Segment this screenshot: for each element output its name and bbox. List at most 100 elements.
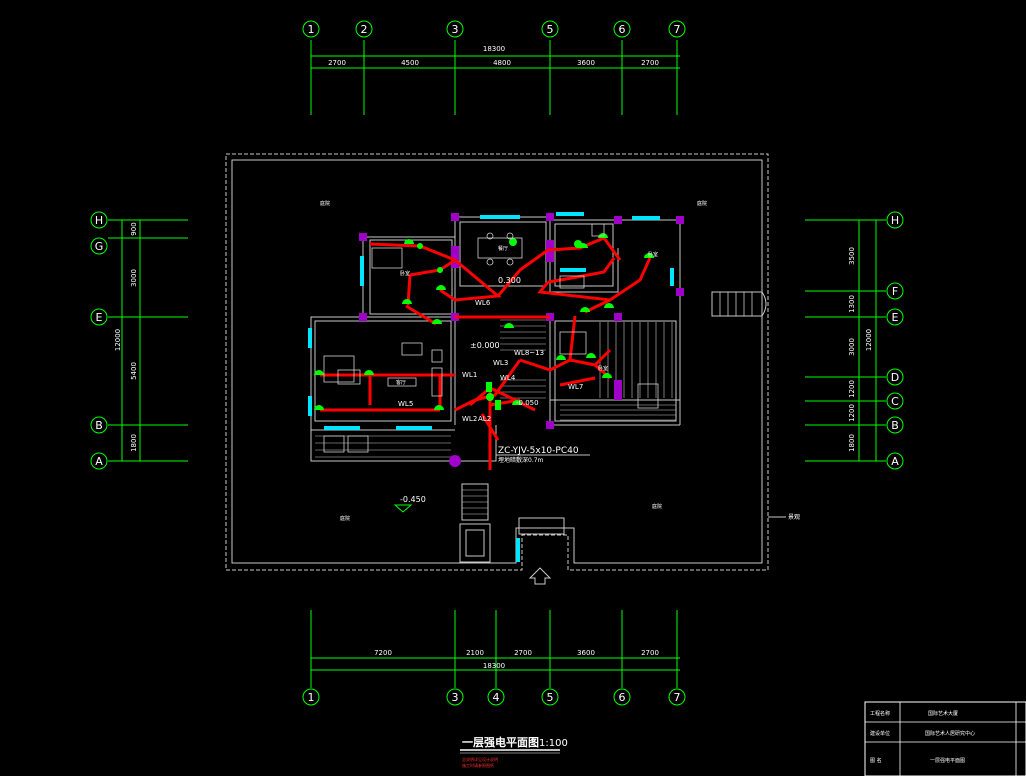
svg-text:H: H: [891, 214, 899, 227]
axis-bubble-3-bottom: 3: [446, 688, 464, 706]
furniture: [323, 223, 659, 453]
axis-bubble-4-bottom: 4: [487, 688, 505, 706]
axis-bubble-7-top: 7: [668, 20, 686, 38]
axis-bubble-1-bottom: 1: [302, 688, 320, 706]
left-total-dim: 12000: [114, 329, 122, 351]
svg-text:6: 6: [619, 23, 626, 36]
axis-bubble-6-top: 6: [613, 20, 631, 38]
axis-bubble-5-bottom: 5: [541, 688, 559, 706]
panel-al2: AL2: [478, 415, 491, 423]
wl5: WL5: [398, 400, 413, 408]
axis-bubble-E-right: E: [886, 308, 904, 326]
axis-bubble-7-bottom: 7: [668, 688, 686, 706]
title-block-value-1: 国际艺术大厦: [928, 710, 958, 717]
room-label-9: 餐厅: [498, 245, 508, 252]
left-dim-1: 900: [130, 222, 138, 235]
right-dim-5: 1200: [848, 404, 856, 422]
plan-annotations: ±0.000 0.300 -0.050 -0.450 ZC-YJV-5x10-P…: [320, 200, 800, 522]
svg-text:G: G: [95, 240, 104, 253]
wl1: WL1: [462, 371, 477, 379]
room-label-1: 庭院: [320, 200, 330, 207]
axis-bubble-2-top: 2: [355, 20, 373, 38]
axis-bubble-F-right: F: [886, 282, 904, 300]
svg-text:4: 4: [493, 691, 500, 704]
svg-text:5: 5: [547, 23, 554, 36]
level-0000: ±0.000: [470, 341, 500, 350]
top-dim-5: 2700: [641, 59, 659, 67]
top-dim-2: 4500: [401, 59, 419, 67]
title-block-label-1: 工程名称: [870, 710, 890, 717]
bottom-dim-5: 2700: [641, 649, 659, 657]
svg-text:C: C: [891, 395, 899, 408]
axis-bubble-B-left: B: [90, 416, 108, 434]
top-axis-grid: 1 2 3 5 6 7 18300 2700 4500 4800 3600 27…: [302, 20, 686, 115]
note-line-1: 总说明详见设计说明: [462, 756, 498, 762]
svg-text:6: 6: [619, 691, 626, 704]
light-fixtures: [314, 233, 654, 410]
bottom-dim-4: 3600: [577, 649, 595, 657]
right-axis-grid: H F E D C B A 3500 1300 3000 1200 1200 1…: [805, 211, 904, 470]
svg-text:F: F: [892, 285, 898, 298]
svg-text:B: B: [891, 419, 899, 432]
room-label-2: 庭院: [697, 200, 707, 207]
room-label-4: 庭院: [652, 503, 662, 510]
title-block-value-2: 国际艺术人居研究中心: [925, 730, 975, 737]
top-total-dim: 18300: [483, 45, 505, 53]
svg-text:2: 2: [361, 23, 368, 36]
axis-bubble-1-top: 1: [302, 20, 320, 38]
svg-text:7: 7: [674, 691, 681, 704]
wl3: WL3: [493, 359, 508, 367]
bottom-axis-grid: 1 3 4 5 6 7 7200 2100 2700 3600 2700 183…: [302, 610, 686, 706]
svg-text:3: 3: [452, 691, 459, 704]
axis-bubble-C-right: C: [886, 392, 904, 410]
title-block-label-2: 建设单位: [870, 730, 890, 737]
level-n050: -0.050: [516, 399, 539, 407]
left-axis-grid: H G E B A 12000 900 3000 5400 1800: [90, 211, 188, 470]
svg-text:7: 7: [674, 23, 681, 36]
top-dim-3: 4800: [493, 59, 511, 67]
right-dim-3: 3000: [848, 338, 856, 356]
drawing-title-text: 一层强电平面图: [462, 735, 539, 749]
windows: [308, 212, 674, 562]
title-block: 工程名称 国际艺术大厦 建设单位 国际艺术人居研究中心 图 名 一层强电平面图: [864, 701, 1026, 776]
cable-spec: ZC-YJV-5x10-PC40: [498, 446, 579, 456]
level-0300: 0.300: [498, 276, 521, 285]
svg-text:1: 1: [308, 691, 315, 704]
cable-note: 埋地暗敷深0.7m: [498, 456, 544, 464]
wl4: WL4: [500, 374, 516, 382]
room-label-8: 卧室: [598, 365, 608, 372]
wl6: WL6: [475, 299, 491, 307]
left-dim-4: 1800: [130, 434, 138, 452]
power-wiring: [320, 236, 652, 470]
axis-bubble-6-bottom: 6: [613, 688, 631, 706]
axis-bubble-D-right: D: [886, 368, 904, 386]
axis-bubble-H-left: H: [90, 211, 108, 229]
svg-text:5: 5: [547, 691, 554, 704]
axis-bubble-5-top: 5: [541, 20, 559, 38]
svg-text:3: 3: [452, 23, 459, 36]
svg-text:1: 1: [308, 23, 315, 36]
axis-bubble-3-top: 3: [446, 20, 464, 38]
axis-bubble-G-left: G: [90, 237, 108, 255]
svg-text:D: D: [891, 371, 899, 384]
title-block-value-3: 一层强电平面图: [930, 757, 965, 764]
right-dim-1: 3500: [848, 247, 856, 265]
note-line-2: 施工时请参照图纸: [462, 762, 494, 768]
top-dim-4: 3600: [577, 59, 595, 67]
svg-text:E: E: [892, 311, 899, 324]
room-label-5: 卧室: [400, 270, 410, 277]
right-dim-2: 1300: [848, 295, 856, 313]
room-label-6: 客厅: [396, 379, 406, 386]
axis-bubble-A-right: A: [886, 452, 904, 470]
drawing-title: 一层强电平面图 1:100 总说明详见设计说明 施工时请参照图纸: [460, 735, 568, 768]
svg-text:H: H: [95, 214, 103, 227]
wl7: WL7: [568, 383, 583, 391]
room-label-7: 卧室: [648, 251, 658, 258]
axis-bubble-E-left: E: [90, 308, 108, 326]
right-dim-4: 1200: [848, 380, 856, 398]
side-mark: 景观: [788, 514, 800, 521]
wl8-13: WL8~13: [514, 349, 544, 357]
svg-text:E: E: [96, 311, 103, 324]
bottom-dim-1: 7200: [374, 649, 392, 657]
